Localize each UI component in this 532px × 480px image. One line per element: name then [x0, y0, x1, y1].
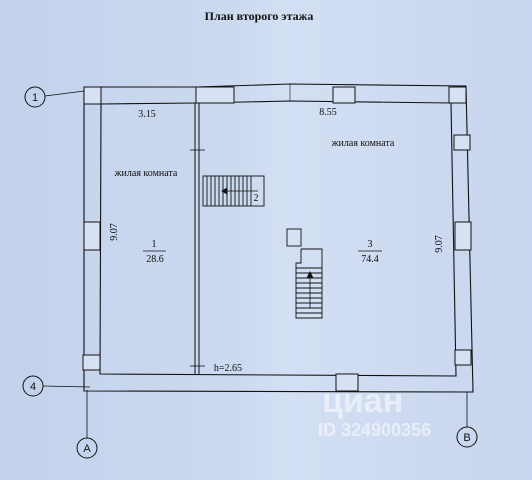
- window-right: [454, 221, 472, 251]
- room-3-area: 74.4: [361, 254, 379, 265]
- corner-block-tl: [83, 86, 102, 105]
- corner-block-tr: [448, 86, 467, 104]
- axis-marker-b: B: [456, 392, 478, 448]
- room-3: жилая комната 3 74.4: [331, 138, 395, 265]
- ceiling-height: h=2.65: [214, 363, 242, 374]
- dimension-left: 9.07: [109, 223, 120, 241]
- axis-marker-1: 1: [24, 86, 93, 108]
- room-1: жилая комната 1 28.6: [114, 168, 178, 265]
- dimension-right: 9.07: [434, 235, 445, 253]
- stair-room-3: [286, 228, 323, 319]
- window-left: [83, 221, 101, 251]
- axis-marker-4: 4: [22, 375, 91, 397]
- pilaster-left: [82, 354, 101, 371]
- dimension-top-right: 8.55: [319, 107, 337, 118]
- plan-title: План второго этажа: [205, 9, 314, 23]
- stair-room-3-treads: [296, 267, 322, 314]
- stair-number: 2: [254, 193, 259, 204]
- pilaster-right-2: [454, 349, 472, 366]
- wall-openings: [82, 86, 472, 392]
- watermark-id: ID 324900356: [318, 420, 431, 440]
- pilaster-right-1: [453, 134, 471, 151]
- window-bottom: [335, 373, 359, 392]
- dimension-top-left: 3.15: [138, 109, 156, 120]
- stair-2: 2: [202, 175, 265, 207]
- watermark: циан ID 324900356: [318, 382, 431, 440]
- room-3-name: жилая комната: [331, 138, 395, 149]
- exterior-walls: [83, 83, 474, 393]
- room-1-area: 28.6: [146, 254, 164, 265]
- window-top-1: [195, 86, 235, 104]
- room-3-number: 3: [368, 239, 373, 250]
- axis-label-a: A: [83, 443, 91, 455]
- axis-label-b: B: [463, 432, 470, 444]
- window-top-2: [332, 86, 356, 104]
- watermark-brand: циан: [322, 382, 403, 420]
- room-1-name: жилая комната: [114, 168, 178, 179]
- axis-label-4: 4: [30, 381, 36, 393]
- axis-marker-a: A: [76, 390, 98, 459]
- room-1-number: 1: [152, 239, 157, 250]
- interior-partition: [190, 103, 205, 374]
- axis-label-1: 1: [32, 92, 38, 104]
